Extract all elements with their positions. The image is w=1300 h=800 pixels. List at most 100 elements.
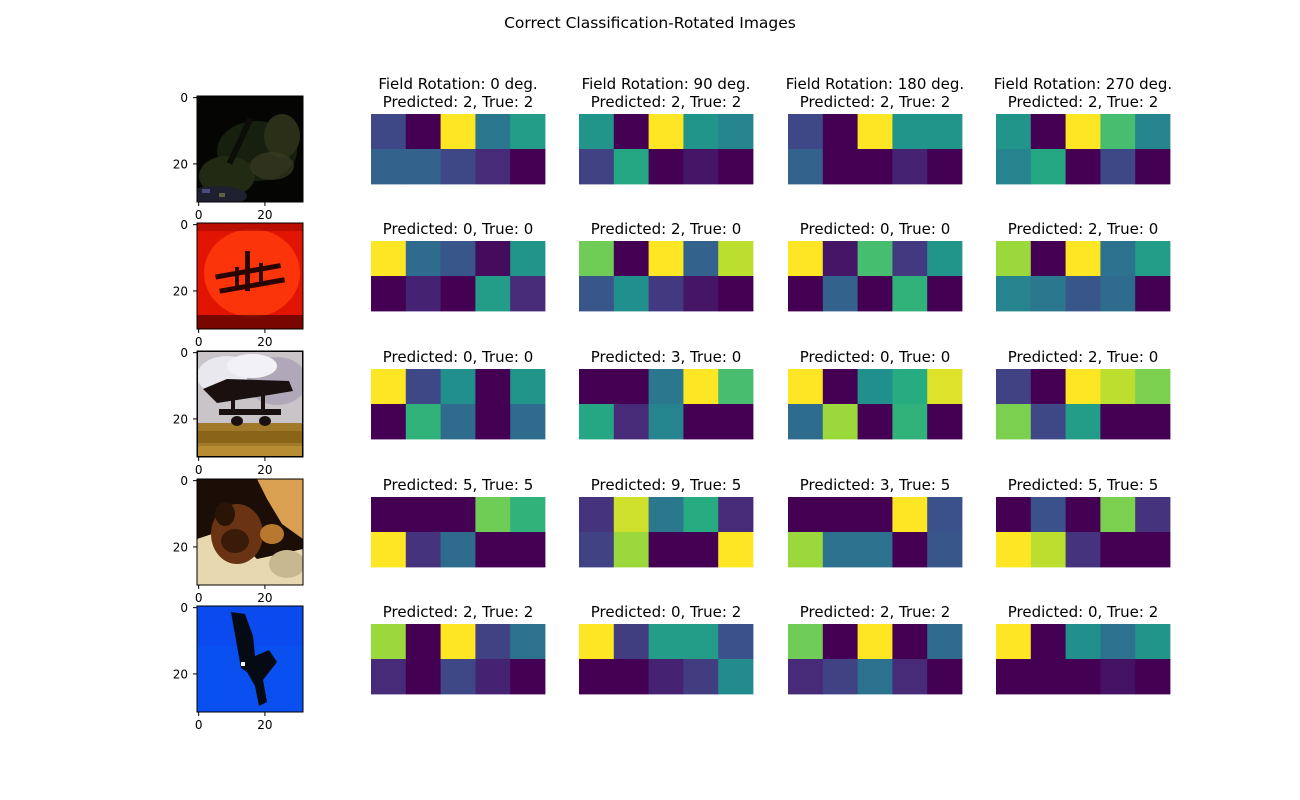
heatmap-square [475,241,511,277]
heatmap-square [683,114,719,150]
heatmap-cell: Predicted: 2, True: 2 [996,93,1171,185]
heatmap-square [1065,276,1101,312]
x-tick-label: 20 [257,591,272,605]
heatmap-square [927,276,963,312]
heatmap-square [405,276,441,312]
heatmap-square [579,624,615,660]
heatmap-square [927,624,963,660]
heatmap-cell: Predicted: 3, True: 0 [579,348,754,440]
heatmap-square [788,497,824,533]
heatmap-square [475,114,511,150]
heatmap-square [1030,276,1066,312]
column-header: Field Rotation: 270 deg. [994,75,1172,93]
heatmap-square [613,404,649,440]
heatmap-square [1065,149,1101,185]
heatmap-cell: Predicted: 0, True: 0 [788,348,963,440]
heatmap-square [475,497,511,533]
heatmap-square [857,149,893,185]
heatmap-cell: Predicted: 9, True: 5 [579,476,754,568]
heatmap-square [927,532,963,568]
heatmap-square [788,532,824,568]
y-tick-label: 20 [173,540,188,554]
heatmap-square [371,532,407,568]
heatmap-square [613,276,649,312]
heatmap-square [440,149,476,185]
heatmap-square [440,497,476,533]
heatmap-square [788,369,824,405]
heatmap-square [683,149,719,185]
image-frame [196,478,304,586]
heatmap-square [440,532,476,568]
heatmap-square [371,149,407,185]
heatmap-square [1065,532,1101,568]
heatmap-square [1135,624,1171,660]
heatmap-square [1100,532,1136,568]
prediction-label: Predicted: 2, True: 0 [1008,220,1159,238]
heatmap-square [822,149,858,185]
heatmap-square [718,624,754,660]
prediction-label: Predicted: 2, True: 2 [383,603,534,621]
heatmap-square [405,532,441,568]
heatmap-square [857,659,893,695]
column-header: Field Rotation: 90 deg. [582,75,751,93]
heatmap-square [1135,532,1171,568]
column-header: Field Rotation: 180 deg. [786,75,964,93]
heatmap-square [996,276,1032,312]
heatmap-square [648,404,684,440]
heatmap-cell: Predicted: 2, True: 0 [996,220,1171,312]
heatmap-square [996,532,1032,568]
heatmap-square [892,497,928,533]
heatmap-square [510,369,546,405]
y-tick-label: 20 [173,157,188,171]
heatmap-square [927,369,963,405]
heatmap-square [1030,624,1066,660]
heatmap-square [1030,404,1066,440]
heatmap-square [857,114,893,150]
heatmap-square [1100,659,1136,695]
heatmap-square [822,114,858,150]
heatmap-square [1065,497,1101,533]
heatmap-cell: Predicted: 0, True: 2 [996,603,1171,695]
heatmap-square [1065,241,1101,277]
heatmap-square [1030,369,1066,405]
prediction-heatmaps: Field Rotation: 0 deg.Field Rotation: 90… [371,75,1172,695]
heatmap-square [648,149,684,185]
heatmap-square [857,404,893,440]
image-frame [196,95,304,203]
heatmap-square [510,532,546,568]
heatmap-square [1030,241,1066,277]
heatmap-square [683,624,719,660]
image-frame [196,350,304,458]
heatmap-cell: Predicted: 2, True: 0 [579,220,754,312]
heatmap-square [1030,659,1066,695]
heatmap-square [371,659,407,695]
heatmap-square [996,659,1032,695]
heatmap-square [822,241,858,277]
heatmap-square [788,624,824,660]
heatmap-square [996,241,1032,277]
y-tick-label: 0 [180,346,188,360]
heatmap-square [822,497,858,533]
x-tick-label: 20 [257,208,272,222]
heatmap-square [822,369,858,405]
heatmap-square [1100,114,1136,150]
heatmap-square [718,659,754,695]
heatmap-square [510,659,546,695]
heatmap-square [892,149,928,185]
heatmap-square [475,532,511,568]
heatmap-square [996,497,1032,533]
heatmap-square [510,624,546,660]
prediction-label: Predicted: 5, True: 5 [383,476,534,494]
heatmap-square [1100,149,1136,185]
image-frame [196,222,304,330]
heatmap-square [1030,114,1066,150]
heatmap-square [1100,404,1136,440]
heatmap-square [648,624,684,660]
heatmap-square [822,624,858,660]
heatmap-square [475,276,511,312]
